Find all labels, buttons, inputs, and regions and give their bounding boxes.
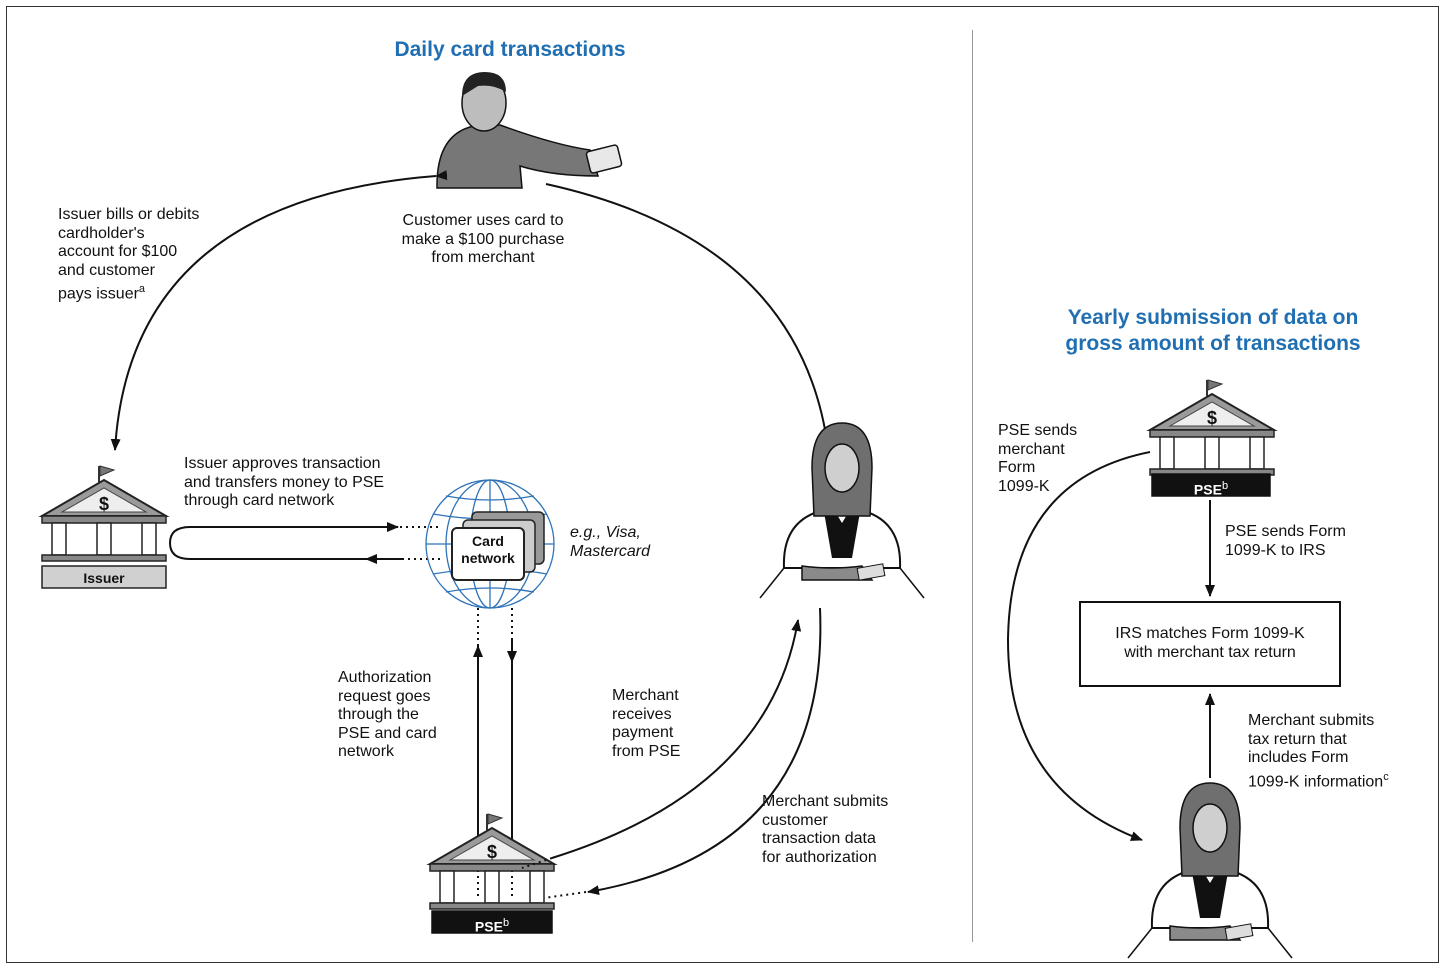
pse-bank-plate <box>431 910 553 934</box>
issuer-approves-label: Issuer approves transaction and transfer… <box>184 455 385 509</box>
card-network-examples: e.g., Visa, Mastercard <box>570 524 651 560</box>
issuer-bank-icon <box>41 465 167 562</box>
customer-purchase-label: Customer uses card to make a $100 purcha… <box>401 212 565 266</box>
merchant-receives-label: Merchant receives payment from PSE <box>612 687 681 760</box>
issuer-bank-label: Issuer <box>83 570 125 586</box>
section-divider <box>972 30 973 942</box>
pse-bank-yearly-label: PSEb <box>1152 476 1270 500</box>
irs-box <box>1079 601 1341 687</box>
pse-bank-yearly-text: PSE <box>1193 481 1222 498</box>
figure-frame <box>6 6 1439 963</box>
card-network-box <box>451 527 525 581</box>
pse-sends-irs-label: PSE sends Form 1099-K to IRS <box>1225 523 1346 559</box>
authorization-label: Authorization request goes through the P… <box>338 669 437 760</box>
merchant-submits-yearly-label: Merchant submits tax return that include… <box>1248 712 1389 791</box>
pse-bank-yearly-plate <box>1151 473 1271 497</box>
card-network-label: Card network <box>461 533 515 566</box>
merchant-submits-daily-label: Merchant submits customer transaction da… <box>762 793 889 866</box>
pse-bank-label: PSEb <box>432 913 552 937</box>
pse-bank-text: PSE <box>474 918 503 935</box>
issuer-bank-plate <box>41 565 167 589</box>
pse-bank-yearly-note: b <box>1221 480 1229 492</box>
yearly-title: Yearly submission of data on gross amoun… <box>1065 306 1361 355</box>
pse-bank-icon <box>429 813 555 910</box>
merchant-yearly-figure <box>1127 782 1293 959</box>
pse-sends-merchant-label: PSE sends merchant Form 1099-K <box>998 422 1078 495</box>
issuer-bills-note: a <box>138 283 146 295</box>
issuer-bills-label: Issuer bills or debits cardholder's acco… <box>58 206 199 304</box>
irs-box-label: IRS matches Form 1099-K with merchant ta… <box>1115 625 1305 661</box>
issuer-bills-text: Issuer bills or debits cardholder's acco… <box>58 206 200 303</box>
pse-bank-note: b <box>502 917 510 929</box>
daily-title: Daily card transactions <box>394 38 626 61</box>
merchant-submits-yearly-text: Merchant submits tax return that include… <box>1248 712 1384 790</box>
customer-figure <box>436 72 623 189</box>
merchant-figure <box>759 422 925 599</box>
merchant-submits-yearly-note: c <box>1383 770 1389 783</box>
pse-bank-yearly-icon <box>1149 379 1275 476</box>
